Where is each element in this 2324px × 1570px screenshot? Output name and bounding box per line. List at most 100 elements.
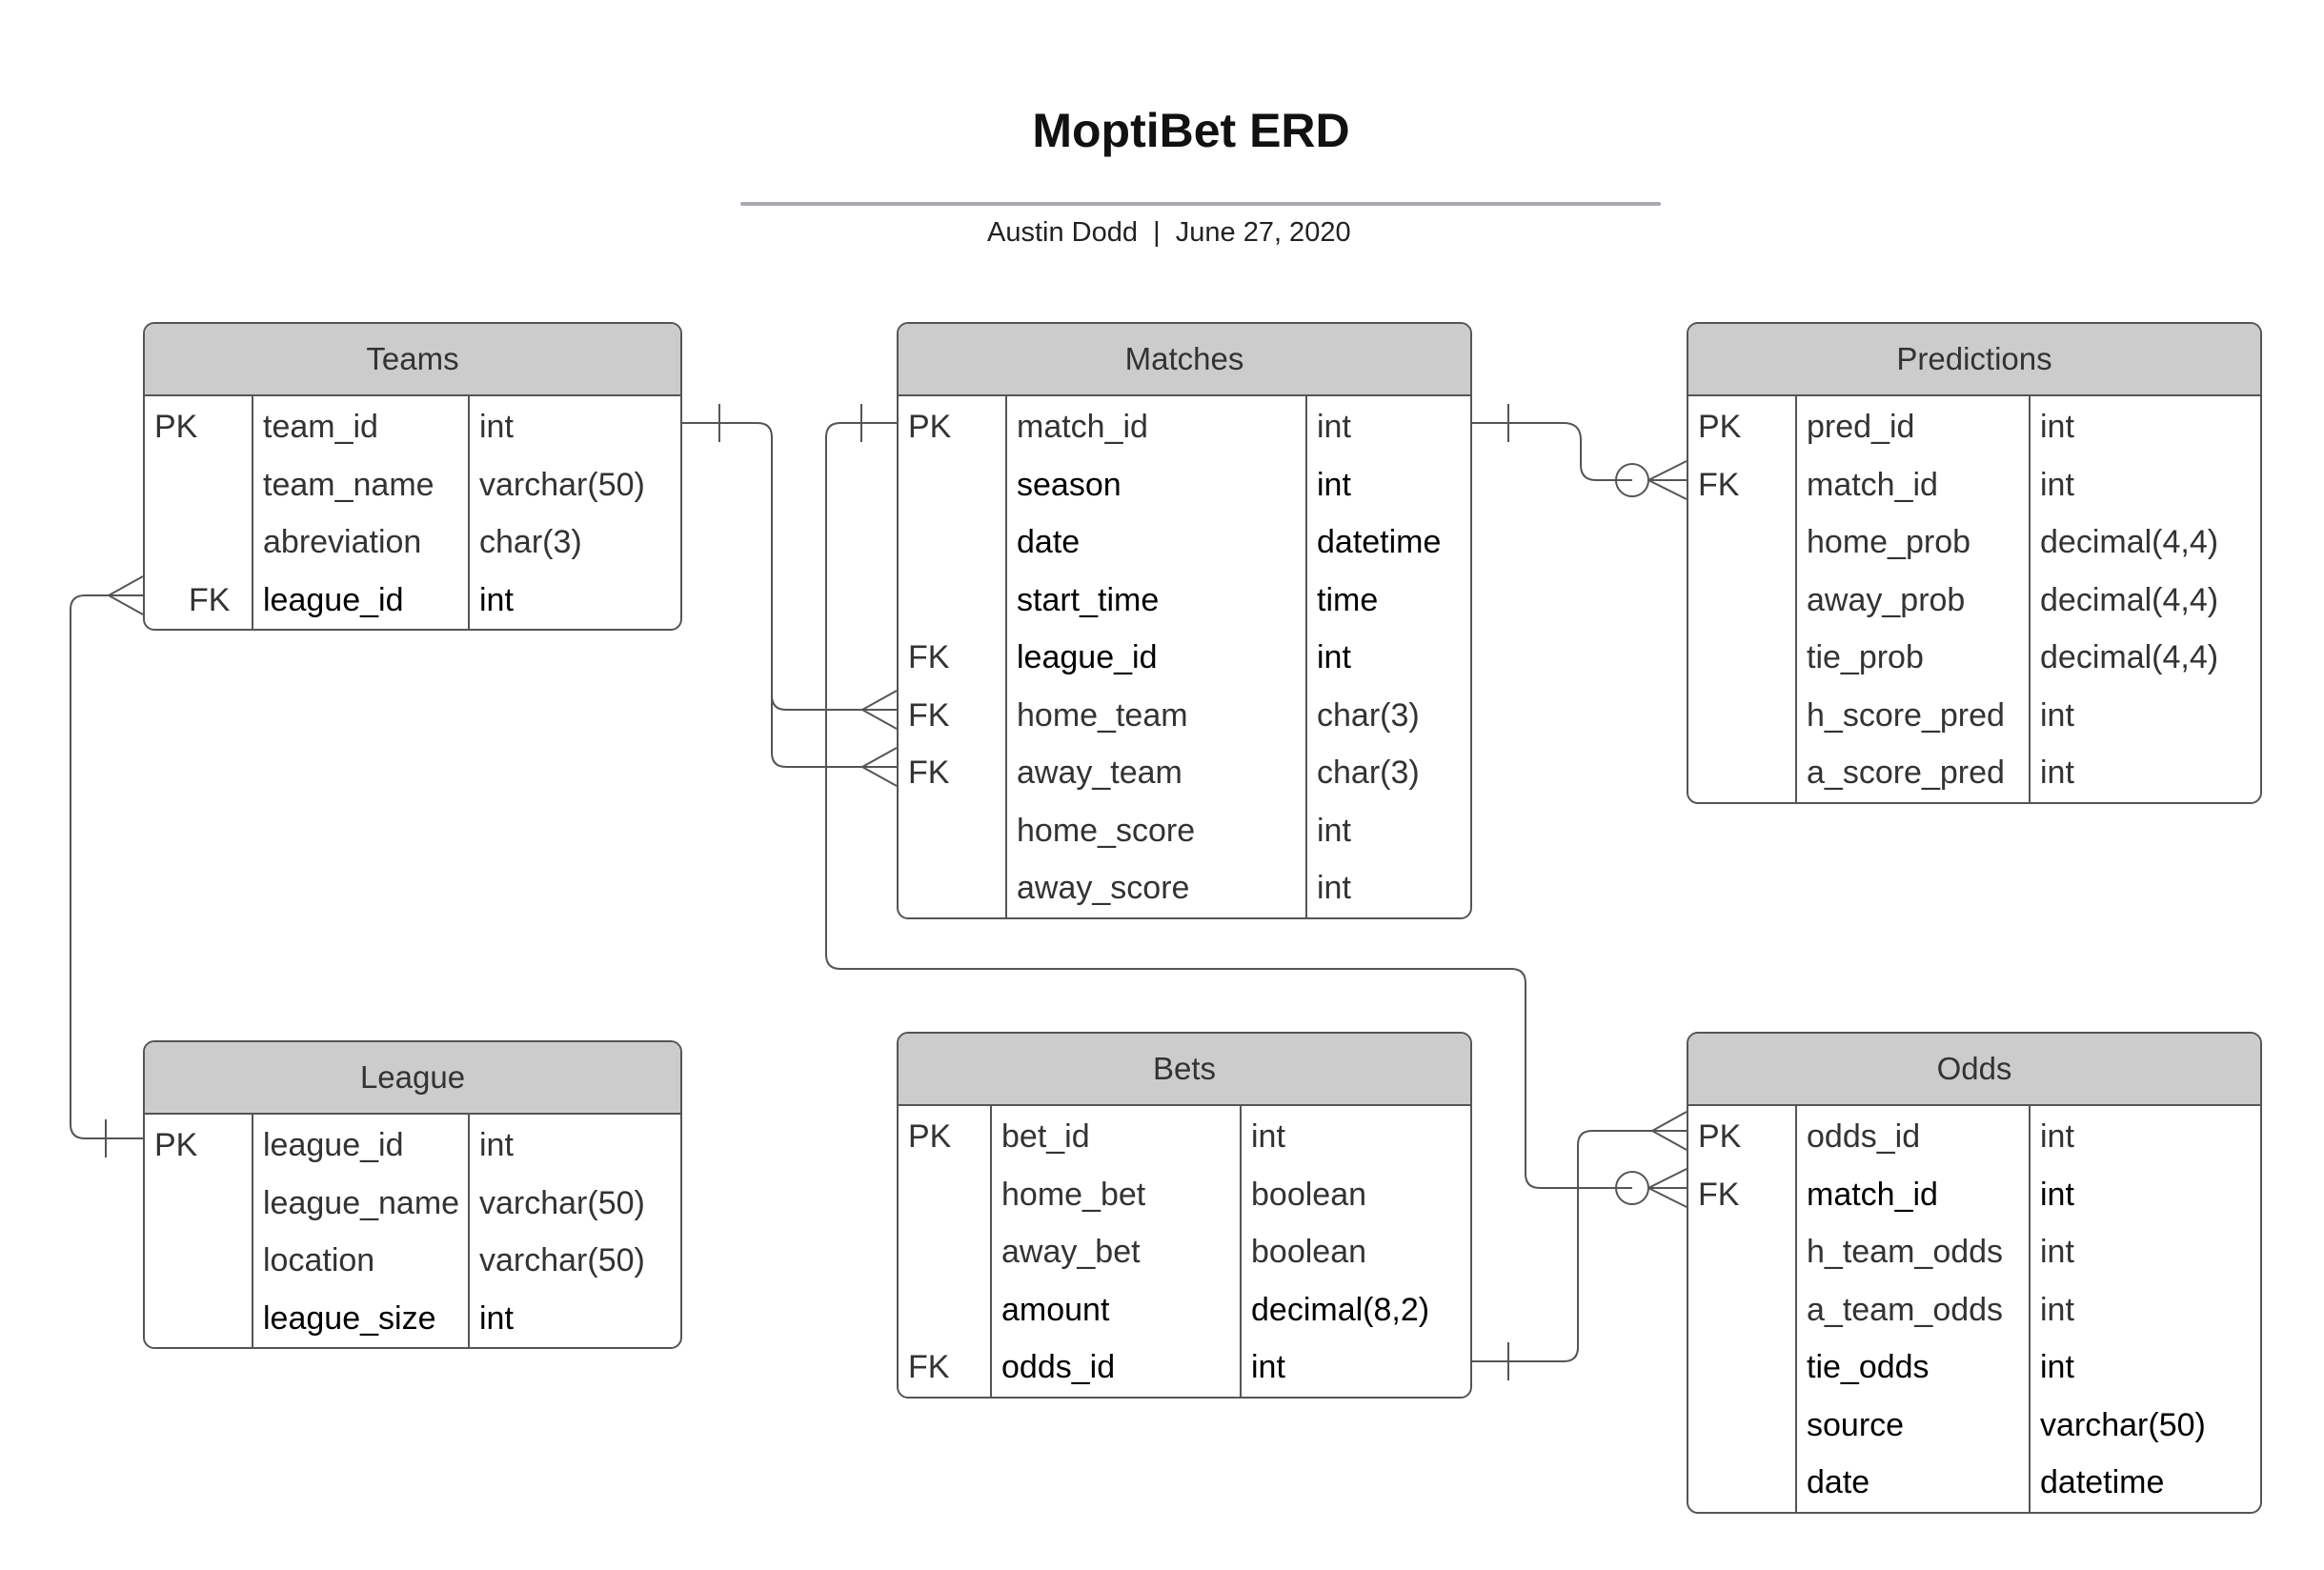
rel-bets-odds <box>1472 1130 1687 1362</box>
rel-league-teams <box>70 594 143 1139</box>
attribute-name: league_size <box>263 1299 436 1337</box>
attribute-type: decimal(4,4) <box>2040 524 2219 560</box>
column-divider <box>2029 1106 2031 1512</box>
attribute-type: datetime <box>2040 1464 2165 1500</box>
attribute-name: pred_id <box>1807 409 1915 445</box>
attribute-name: start_time <box>1017 581 1160 618</box>
attribute-name: odds_id <box>1807 1118 1921 1155</box>
entity-header: Odds <box>1688 1034 2260 1106</box>
attribute-name: home_bet <box>1001 1176 1146 1213</box>
key-cell: FK <box>189 581 231 618</box>
entity-header: Matches <box>899 324 1470 396</box>
attribute-type: decimal(4,4) <box>2040 639 2219 675</box>
attribute-name: home_prob <box>1807 524 1971 560</box>
attribute-name: league_id <box>1017 639 1158 675</box>
attribute-type: int <box>2040 696 2074 734</box>
attribute-row: home_prob decimal(4,4) <box>1688 513 2260 572</box>
attribute-type: varchar(50) <box>2040 1406 2206 1443</box>
key-cell: PK <box>1698 1118 1742 1155</box>
attribute-name: odds_id <box>1001 1349 1116 1385</box>
column-divider <box>1795 1106 1797 1512</box>
attribute-name: league_id <box>263 581 404 618</box>
attribute-name: league_id <box>263 1127 404 1163</box>
attribute-type: int <box>479 1127 514 1163</box>
attribute-type: int <box>479 409 514 445</box>
attribute-type: int <box>2040 1291 2074 1328</box>
key-cell: FK <box>1698 466 1740 503</box>
attribute-type: int <box>2040 1234 2074 1270</box>
attribute-name: a_team_odds <box>1807 1291 2004 1328</box>
column-divider <box>2029 396 2031 802</box>
many-marker-teams <box>108 575 144 615</box>
attribute-name: bet_id <box>1001 1118 1090 1155</box>
attribute-type: datetime <box>1317 524 1442 560</box>
attribute-name: a_score_pred <box>1807 755 2005 791</box>
column-divider <box>468 1115 470 1347</box>
rel-matches-predictions <box>1472 422 1632 481</box>
attribute-name: season <box>1017 466 1122 503</box>
attribute-row: h_team_odds int <box>1688 1223 2260 1281</box>
attribute-type: decimal(4,4) <box>2040 581 2219 618</box>
attribute-name: tie_prob <box>1807 639 1924 675</box>
attribute-type: time <box>1317 581 1379 618</box>
attribute-type: boolean <box>1251 1234 1367 1270</box>
attribute-type: int <box>1317 466 1351 503</box>
entity-header: Bets <box>899 1034 1470 1106</box>
attribute-type: decimal(8,2) <box>1251 1291 1430 1328</box>
attribute-name: away_prob <box>1807 581 1966 618</box>
many-marker-predictions <box>1647 460 1687 500</box>
attribute-name: h_score_pred <box>1807 696 2005 734</box>
attribute-row: a_team_odds int <box>1688 1281 2260 1339</box>
many-marker-odds <box>1647 1168 1687 1208</box>
attribute-row: h_score_pred int <box>1688 687 2260 745</box>
attribute-type: char(3) <box>1317 696 1420 734</box>
attribute-type: int <box>1317 639 1351 675</box>
attribute-name: h_team_odds <box>1807 1234 2004 1270</box>
rel-teams-matches-away <box>771 695 897 768</box>
attribute-name: home_team <box>1017 696 1188 734</box>
attribute-row: season int <box>899 456 1470 514</box>
attribute-row: tie_prob decimal(4,4) <box>1688 629 2260 687</box>
column-divider <box>252 1115 253 1347</box>
attribute-type: varchar(50) <box>479 1184 645 1221</box>
attribute-name: date <box>1807 1464 1870 1500</box>
column-divider <box>1005 396 1007 917</box>
diagram-byline: Austin Dodd | June 27, 2020 <box>987 217 1351 248</box>
attribute-name: abreviation <box>263 524 422 560</box>
attribute-type: int <box>2040 466 2074 503</box>
attribute-type: int <box>1317 409 1351 445</box>
attribute-type: boolean <box>1251 1176 1367 1213</box>
attribute-row: away_prob decimal(4,4) <box>1688 572 2260 630</box>
entity-header: League <box>145 1042 680 1115</box>
attribute-row: date datetime <box>1688 1454 2260 1512</box>
column-divider <box>1305 396 1307 917</box>
attribute-name: match_id <box>1807 1176 1938 1213</box>
many-marker-matches-home <box>861 690 898 730</box>
many-marker-matches-away <box>861 747 898 787</box>
